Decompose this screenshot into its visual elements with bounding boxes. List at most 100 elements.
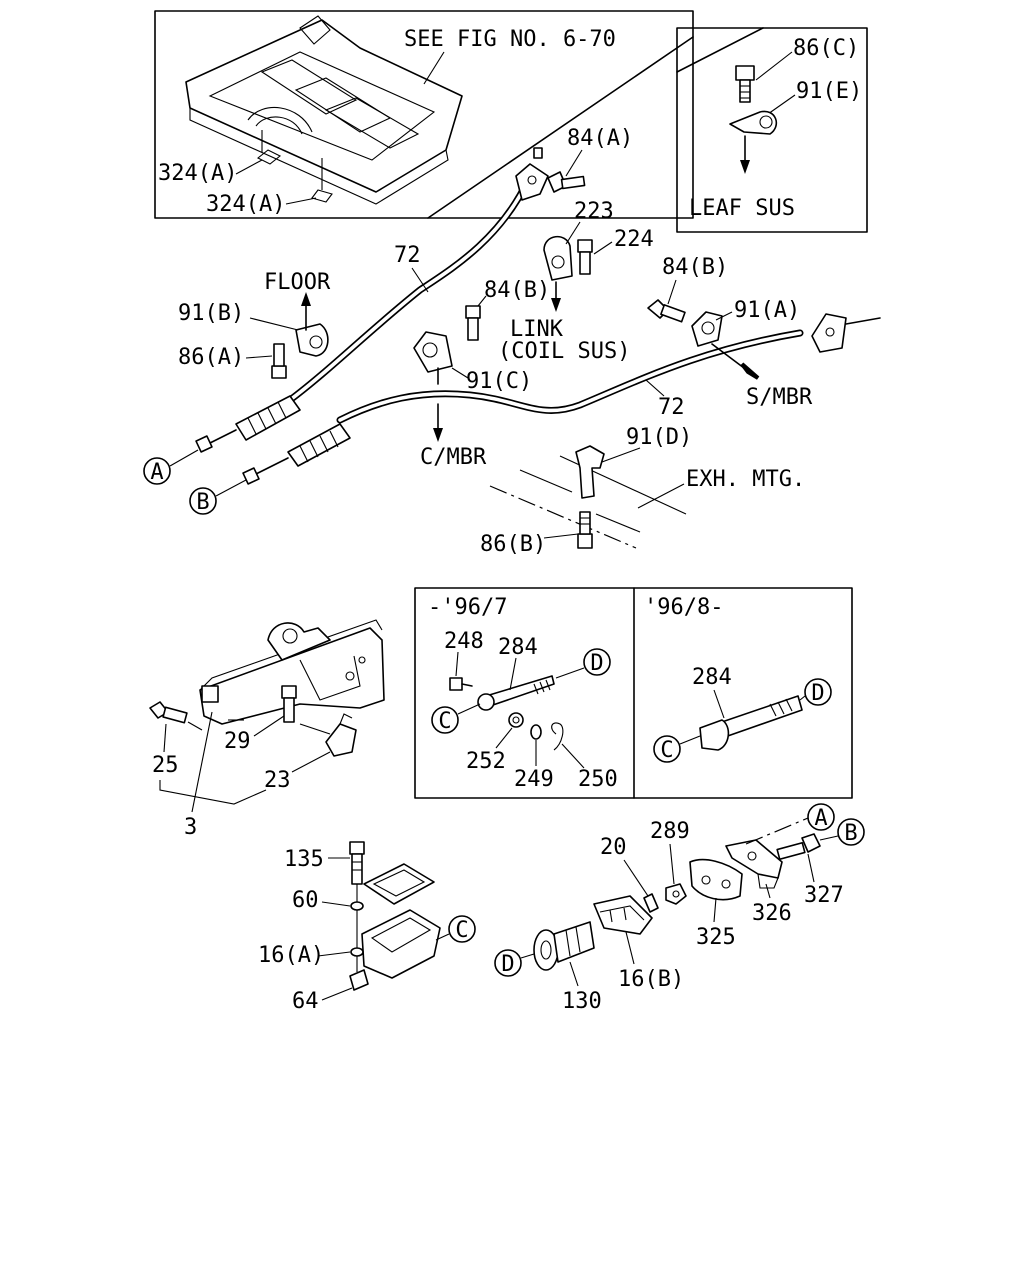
part-25-label: 25 xyxy=(152,753,179,778)
revision-inset: -'96/7 '96/8- 248 284 D C 252 249 250 xyxy=(414,587,853,799)
part-60-leader xyxy=(321,901,351,907)
part-284-left-leader xyxy=(509,657,517,691)
part-327-leader xyxy=(807,853,815,883)
part-289-leader xyxy=(669,843,675,885)
cable-right-end-bracket xyxy=(811,313,881,353)
bolt-86a-drawing xyxy=(271,343,287,379)
bolt-86c-drawing xyxy=(735,65,755,103)
marker-c-inset-left-leader xyxy=(457,703,481,715)
part-20-leader xyxy=(623,859,649,897)
part-325-label: 325 xyxy=(696,925,736,950)
part-16b-leader xyxy=(625,931,635,965)
brake-cables xyxy=(195,147,881,485)
bolt-224-drawing xyxy=(577,239,593,275)
part-72-right-leader xyxy=(645,379,665,397)
marker-d-bottom-label: D xyxy=(501,952,514,977)
marker-c-bottom-label: C xyxy=(455,918,468,943)
marker-c-bottom-leader xyxy=(435,933,450,941)
part-86a-label: 86(A) xyxy=(178,345,244,370)
part-249-label: 249 xyxy=(514,767,554,792)
part-91b-leader xyxy=(249,317,299,331)
clip-91e-drawing xyxy=(729,110,778,135)
part-72-right-label: 72 xyxy=(658,395,685,420)
grommet-130-drawing xyxy=(533,921,595,971)
part-84a-label: 84(A) xyxy=(567,126,633,151)
bolt-84b-left-drawing xyxy=(465,305,481,341)
cable-upper-end-bracket xyxy=(515,147,549,201)
part-72-top-leader xyxy=(411,267,429,293)
part-289-label: 289 xyxy=(650,819,690,844)
part-3-leader xyxy=(191,711,213,813)
marker-b-bottom xyxy=(837,818,865,846)
part-29-label: 29 xyxy=(224,729,251,754)
leaf-sus-arrow-head xyxy=(740,160,750,174)
marker-a-bottom-label: A xyxy=(814,806,827,831)
part-135-label: 135 xyxy=(284,847,324,872)
part-64-leader xyxy=(321,987,353,1001)
part-84b-left-leader xyxy=(477,295,487,307)
part-224-leader xyxy=(593,241,613,255)
marker-a-bottom xyxy=(807,803,835,831)
part-324a-label-2: 324(A) xyxy=(206,192,285,217)
link-label: LINK xyxy=(510,317,564,342)
marker-a-left xyxy=(143,457,171,485)
part-324a-label-1: 324(A) xyxy=(158,161,237,186)
part-86c-label: 86(C) xyxy=(793,36,859,61)
part-91b-label: 91(B) xyxy=(178,301,244,326)
c-mbr-arrow-head xyxy=(433,428,443,442)
part-252-label: 252 xyxy=(466,749,506,774)
part-25-23-bracket-line xyxy=(159,780,267,805)
part-327-label: 327 xyxy=(804,883,844,908)
floor-arrow-head xyxy=(301,292,311,306)
part-3-label: 3 xyxy=(184,815,197,840)
bolt-84a-drawing xyxy=(547,171,586,193)
part-224-label: 224 xyxy=(614,227,654,252)
marker-d-inset-left-label: D xyxy=(590,651,603,676)
guide-16a-assembly-drawing xyxy=(349,841,441,991)
part-326-leader xyxy=(765,883,771,899)
pin-284-right-drawing xyxy=(699,695,803,751)
floor-panel-drawing xyxy=(185,15,463,205)
inset-left-title: -'96/7 xyxy=(428,595,507,620)
part-25-leader xyxy=(163,723,167,753)
part-64-label: 64 xyxy=(292,989,319,1014)
leaf-sus-inset-frame xyxy=(676,27,868,233)
floor-inset-diagonal-edge xyxy=(427,36,694,219)
part-325-leader xyxy=(713,897,717,923)
coil-sus-label: (COIL SUS) xyxy=(498,339,630,364)
part-324a-leader-1 xyxy=(235,159,263,175)
marker-b-left-label: B xyxy=(196,490,209,515)
part-72-top-label: 72 xyxy=(394,243,421,268)
marker-b-left xyxy=(189,487,217,515)
part-84a-leader xyxy=(565,149,583,177)
part-91d-leader xyxy=(601,447,641,463)
leaf-sus-inset: 86(C) 91(E) LEAF SUS xyxy=(676,27,868,233)
part-84b-right-label: 84(B) xyxy=(662,255,728,280)
link-arrow-head xyxy=(551,298,561,312)
s-mbr-arrow-head xyxy=(740,362,760,380)
marker-c-inset-left-label: C xyxy=(438,709,451,734)
collar-20-drawing xyxy=(643,893,659,913)
part-130-label: 130 xyxy=(562,989,602,1014)
part-91e-label: 91(E) xyxy=(796,79,862,104)
part-248-leader xyxy=(455,651,459,677)
pin-284-left-drawing xyxy=(449,675,564,751)
inset-right-title: '96/8- xyxy=(644,595,723,620)
part-130-leader xyxy=(569,961,579,987)
part-29-leader xyxy=(253,715,285,737)
marker-a-bottom-leader xyxy=(745,817,809,845)
part-86a-leader xyxy=(245,355,273,359)
c-mbr-label: C/MBR xyxy=(420,445,487,470)
marker-d-inset-right xyxy=(804,678,832,706)
part-16a-label: 16(A) xyxy=(258,943,324,968)
part-284-right-leader xyxy=(713,689,725,719)
part-86c-leader xyxy=(755,51,793,81)
bolt-84b-right-drawing xyxy=(647,299,686,323)
part-250-leader xyxy=(561,743,585,769)
part-252-leader xyxy=(495,727,513,749)
part-84b-right-leader xyxy=(667,279,677,305)
floor-panel-inset: SEE FIG NO. 6-70 324(A) 324(A) xyxy=(154,10,694,219)
part-223-leader xyxy=(565,221,581,245)
see-fig-label: SEE FIG NO. 6-70 xyxy=(404,27,616,52)
part-284-right-label: 284 xyxy=(692,665,732,690)
